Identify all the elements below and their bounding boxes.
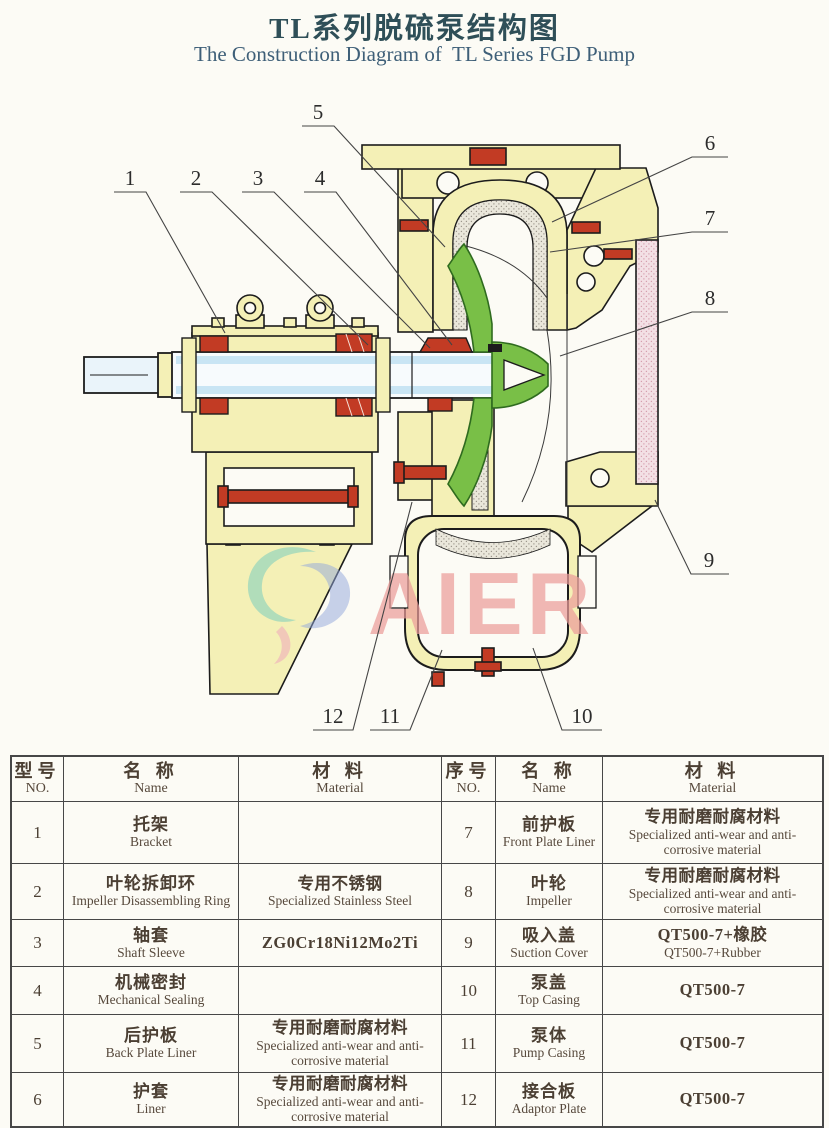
table-cell-material: QT500-7 <box>679 1089 746 1109</box>
bearing <box>199 397 229 415</box>
table-cell-material: QT500-7 <box>603 1015 822 1073</box>
callout-2: 2 <box>191 166 202 190</box>
table-cell-material <box>239 802 442 864</box>
table-cell-no: 11 <box>442 1015 496 1073</box>
callout-5: 5 <box>313 100 324 124</box>
volute-liner-hatch <box>435 528 551 559</box>
table-cell-no: 10 <box>442 967 496 1015</box>
table-cell-no: 1 <box>12 802 64 864</box>
table-cell-material <box>239 967 442 1015</box>
callout-12: 12 <box>323 704 344 728</box>
callout-9: 9 <box>704 548 715 572</box>
adaptor-bolt-head <box>393 461 405 484</box>
tie-bolt-head <box>347 485 359 508</box>
volute-bolt <box>431 671 445 687</box>
impeller-vane-upper <box>447 242 493 353</box>
adaptor-bolt <box>401 465 447 480</box>
table-cell-no: 12 <box>442 1073 496 1126</box>
volute-tab <box>577 555 597 609</box>
callout-8: 8 <box>705 286 716 310</box>
table-cell-no: 6 <box>12 1073 64 1126</box>
pump-cross-section-diagram: AIER 1 2 3 4 5 6 7 8 9 1 <box>83 100 729 731</box>
table-cell-no: 4 <box>12 967 64 1015</box>
table-cell-no: 7 <box>442 802 496 864</box>
flange-bolt <box>469 147 507 166</box>
wall-bolt <box>603 248 633 260</box>
callout-numbers: 1 2 3 4 5 6 7 8 9 10 11 12 <box>125 100 716 728</box>
table-cell-no: 9 <box>442 920 496 967</box>
table-cell-no: 5 <box>12 1015 64 1073</box>
callout-7: 7 <box>705 206 716 230</box>
mechanical-seal <box>418 337 474 353</box>
table-cell-no: 2 <box>12 864 64 920</box>
mechanical-seal <box>427 397 453 412</box>
pump-casing <box>361 144 659 687</box>
watermark-swirl-pink <box>274 626 291 664</box>
callout-10: 10 <box>572 704 593 728</box>
wall-bolt <box>571 221 601 234</box>
bearing-end-cap <box>181 337 197 413</box>
table-cell-no: 8 <box>442 864 496 920</box>
tie-bolt <box>227 489 351 504</box>
page-title-en: The Construction Diagram of TL Series FG… <box>194 42 635 66</box>
callout-1: 1 <box>125 166 136 190</box>
watermark-text: AIER <box>368 554 594 653</box>
callout-3: 3 <box>253 166 264 190</box>
watermark-swirl-blue <box>300 562 351 629</box>
bearing-end-cap <box>375 337 391 413</box>
impeller-vane-lower <box>447 397 493 508</box>
watermark-swirl-teal <box>247 547 316 622</box>
watermark: AIER <box>247 547 594 664</box>
suction-cover <box>565 239 659 507</box>
callout-11: 11 <box>380 704 400 728</box>
shaft <box>83 351 507 399</box>
wall-bolt <box>399 219 429 232</box>
callout-6: 6 <box>705 131 716 155</box>
table-cell-material: ZG0Cr18Ni12Mo2Ti <box>239 920 442 967</box>
bearing <box>335 397 373 417</box>
suction-liner-band <box>635 239 659 485</box>
bearings-and-seal <box>181 333 474 417</box>
impeller <box>447 242 549 508</box>
page-title-zh: TL系列脱硫泵结构图 <box>269 13 560 45</box>
table-cell-material: QT500-7 <box>603 967 822 1015</box>
shaft-nose-cone <box>503 359 546 391</box>
tie-bolt-head <box>217 485 229 508</box>
bearing <box>199 335 229 353</box>
volute-bolt-nut <box>474 661 502 672</box>
table-cell-no: 3 <box>12 920 64 967</box>
callout-4: 4 <box>315 166 326 190</box>
flow-lines <box>465 245 568 506</box>
shaft-key <box>488 344 502 352</box>
adaptor-plate <box>397 411 435 501</box>
callout-leaders <box>114 125 729 731</box>
